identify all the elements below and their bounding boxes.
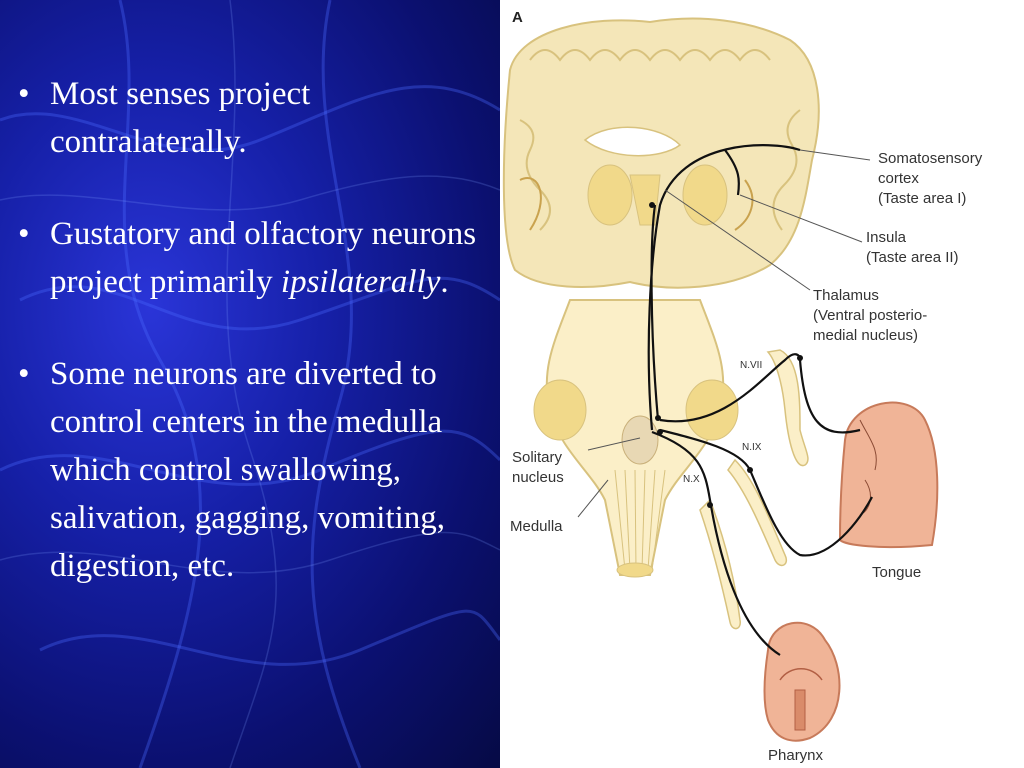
pharynx-illustration (763, 621, 841, 742)
synapse-dots (649, 202, 803, 508)
label-insula: Insula (Taste area II) (866, 229, 959, 266)
bullet-marker: • (18, 216, 30, 252)
label-leader-lines (577, 149, 871, 518)
label-medulla: Medulla (510, 518, 563, 535)
bullet-emphasis: ipsilaterally (280, 264, 441, 300)
label-solitary-nucleus: Solitary nucleus (512, 449, 566, 486)
bullet-text: Most senses project contralaterally. (50, 76, 311, 160)
brain-section-illustration (502, 17, 820, 289)
label-nerve-x: N.X (683, 474, 700, 485)
label-thalamus: Thalamus (Ventral posterio- medial nucle… (813, 287, 931, 344)
bullet-item: • Gustatory and olfactory neurons projec… (14, 210, 484, 306)
bullet-list: • Most senses project contralaterally. •… (14, 70, 484, 634)
brainstem-illustration (533, 299, 739, 578)
bullet-text: Gustatory and olfactory neurons project … (50, 216, 477, 300)
bullet-marker: • (18, 76, 30, 112)
bullet-item: • Some neurons are diverted to control c… (14, 350, 484, 590)
bullet-text: Some neurons are diverted to control cen… (50, 356, 446, 584)
diagram-svg: A (502, 9, 986, 764)
bullet-text-end: . (440, 264, 449, 300)
label-nerve-vii: N.VII (740, 360, 762, 371)
gustatory-pathway-diagram: A (500, 0, 1024, 768)
tongue-illustration (838, 401, 939, 549)
label-tongue: Tongue (872, 564, 921, 581)
taste-pathway-lines (647, 144, 873, 656)
cranial-nerves (699, 349, 809, 630)
label-nerve-ix: N.IX (742, 442, 762, 453)
bullet-item: • Most senses project contralaterally. (14, 70, 484, 166)
label-pharynx: Pharynx (768, 747, 824, 764)
bullet-marker: • (18, 356, 30, 392)
neural-texture-background (0, 0, 500, 768)
panel-letter: A (512, 9, 523, 26)
slide-text-panel: • Most senses project contralaterally. •… (0, 0, 500, 768)
label-somatosensory: Somatosensory cortex (Taste area I) (878, 150, 986, 207)
